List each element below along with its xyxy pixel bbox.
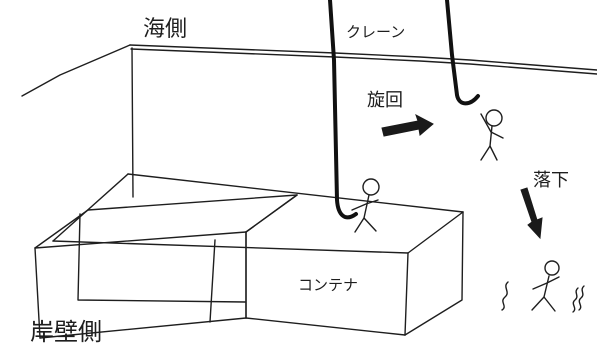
swing-arrow — [381, 113, 434, 137]
container — [52, 173, 464, 336]
worker-figure-on-container — [351, 178, 380, 233]
quay-side-label: 岸壁側 — [30, 318, 102, 346]
worker-figure-swinging — [480, 109, 504, 161]
sea-side-label: 海側 — [143, 17, 187, 42]
small-box — [34, 194, 298, 339]
container-label: コンテナ — [298, 276, 358, 294]
fall-label: 落下 — [533, 170, 569, 191]
swing-label: 旋回 — [367, 90, 403, 111]
crane-label: クレーン — [346, 23, 405, 41]
back-wall — [21, 44, 597, 198]
fall-arrow — [520, 187, 543, 240]
worker-figure-falling — [501, 260, 585, 313]
crane-cable-right — [445, 0, 480, 106]
crane-cable-left — [328, 0, 358, 220]
